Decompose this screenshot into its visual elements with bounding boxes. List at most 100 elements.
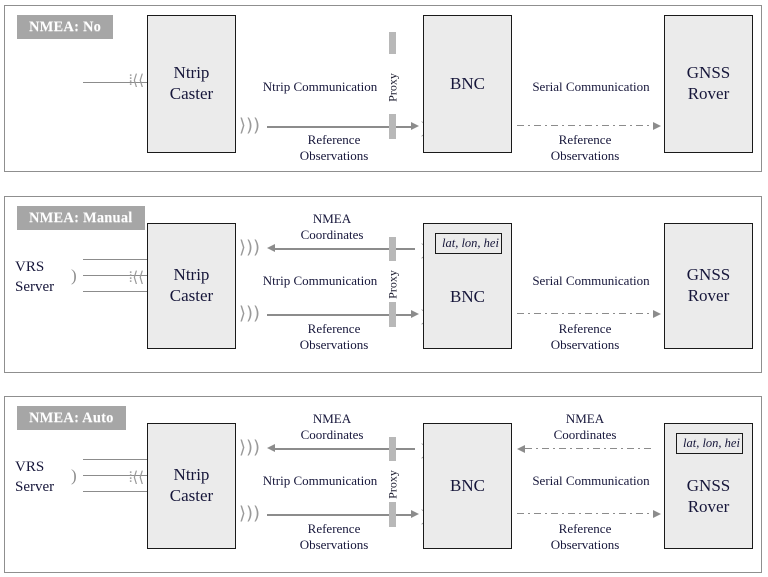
node-ntrip-caster-line1: Ntrip: [173, 63, 210, 83]
status-badge-nmea-manual: NMEA: Manual: [17, 206, 145, 230]
proxy-barrier-segment: [389, 32, 396, 54]
label-nmea-coordinates: NMEA Coordinates: [517, 411, 653, 442]
proxy-barrier-segment: [389, 437, 396, 461]
status-badge-nmea-auto: NMEA: Auto: [17, 406, 126, 430]
label-reference-line2: Observations: [550, 147, 620, 163]
node-vrs-server: VRS Server: [15, 257, 75, 298]
label-reference-line2: Observations: [550, 536, 620, 552]
node-gnss-rover-line2: Rover: [687, 286, 730, 305]
node-gnss-rover-line1: GNSS: [686, 265, 731, 285]
antenna-wave-icon-out: ⟩)): [239, 503, 261, 524]
serial-reference-arrowhead: [653, 509, 661, 518]
label-serial-communication: Serial Communication: [532, 473, 650, 488]
nmea-coordinates-line: [273, 448, 415, 450]
node-ntrip-caster-line1: Ntrip: [173, 265, 210, 285]
reference-observations-arrowhead: [411, 509, 419, 518]
label-reference-observations: Reference Observations: [525, 521, 645, 552]
proxy-barrier-segment: [389, 302, 396, 327]
antenna-paren-icon: ): [71, 466, 77, 485]
inbound-stream-line: [83, 82, 169, 83]
node-gnss-rover: GNSS Rover: [664, 15, 753, 153]
node-bnc-label: BNC: [450, 73, 485, 93]
antenna-wave-icon-in: ⟩)): [239, 237, 261, 258]
label-reference-line1: Reference: [558, 132, 612, 147]
label-nmea-coordinates: NMEA Coordinates: [273, 211, 391, 242]
nmea-coordinates-arrowhead: [267, 443, 275, 452]
serial-reference-arrowhead: [653, 309, 661, 318]
label-nmea-line2: Coordinates: [553, 426, 617, 442]
label-nmea-line1: NMEA: [312, 211, 352, 226]
serial-reference-dashdot-line: [517, 513, 655, 515]
node-ntrip-caster: Ntrip Caster: [147, 15, 236, 153]
node-vrs-server: VRS Server: [15, 457, 75, 498]
node-vrs-server-line2: Server: [15, 279, 55, 296]
label-reference-line2: Observations: [299, 536, 369, 552]
vrs-stream-line-3: [83, 491, 169, 492]
label-reference-observations: Reference Observations: [275, 132, 393, 163]
label-reference-observations: Reference Observations: [525, 321, 645, 352]
node-bnc: BNC: [423, 423, 512, 549]
label-reference-line2: Observations: [299, 147, 369, 163]
panel-nmea-auto: NMEA: Auto VRS Server ) ⦙⟨⟨ Ntrip Caster…: [4, 396, 762, 573]
coords-value-box: lat, lon, hei: [435, 233, 502, 255]
node-vrs-server-line2: Server: [15, 479, 55, 496]
label-nmea-line2: Coordinates: [300, 226, 364, 242]
proxy-barrier-segment: [389, 237, 396, 261]
label-reference-line1: Reference: [307, 321, 361, 336]
serial-reference-dashdot-line: [517, 125, 655, 127]
vrs-stream-line-1: [83, 459, 169, 460]
node-gnss-rover: lat, lon, hei GNSS Rover: [664, 423, 753, 549]
label-nmea-line1: NMEA: [312, 411, 352, 426]
serial-reference-dashdot-line: [517, 313, 655, 315]
panel-nmea-manual: NMEA: Manual VRS Server ) ⦙⟨⟨ Ntrip Cast…: [4, 196, 762, 373]
proxy-barrier-segment: [389, 502, 396, 527]
label-reference-line2: Observations: [550, 336, 620, 352]
antenna-wave-icon: ⦙⟨⟨: [129, 268, 145, 286]
node-ntrip-caster-line2: Caster: [169, 486, 214, 505]
node-ntrip-caster-line1: Ntrip: [173, 465, 210, 485]
reference-observations-line: [267, 126, 415, 128]
label-reference-line2: Observations: [299, 336, 369, 352]
label-reference-line1: Reference: [307, 132, 361, 147]
serial-reference-arrowhead: [653, 121, 661, 130]
rover-nmea-arrowhead: [517, 444, 525, 453]
antenna-paren-icon: ): [71, 266, 77, 285]
node-bnc: lat, lon, hei BNC: [423, 223, 512, 349]
label-reference-observations: Reference Observations: [275, 521, 393, 552]
vrs-stream-line-2: [83, 475, 169, 476]
node-ntrip-caster: Ntrip Caster: [147, 423, 236, 549]
node-vrs-server-line1: VRS: [15, 459, 45, 475]
label-reference-line1: Reference: [307, 521, 361, 536]
node-ntrip-caster: Ntrip Caster: [147, 223, 236, 349]
vrs-stream-line-1: [83, 259, 169, 260]
node-gnss-rover: GNSS Rover: [664, 223, 753, 349]
node-ntrip-caster-line2: Caster: [169, 286, 214, 305]
reference-observations-arrowhead: [411, 309, 419, 318]
label-serial-communication: Serial Communication: [532, 79, 650, 94]
status-badge-nmea-no: NMEA: No: [17, 15, 114, 39]
label-reference-observations: Reference Observations: [525, 132, 645, 163]
label-nmea-coordinates: NMEA Coordinates: [273, 411, 391, 442]
rover-nmea-dashdot-line: [525, 448, 655, 450]
label-proxy: Proxy: [385, 73, 400, 102]
label-nmea-line1: NMEA: [565, 411, 605, 426]
vrs-stream-line-3: [83, 291, 169, 292]
nmea-coordinates-line: [273, 248, 415, 250]
node-bnc-label: BNC: [450, 286, 485, 306]
label-ntrip-communication: Ntrip Communication: [262, 473, 378, 488]
node-bnc-label: BNC: [450, 475, 485, 495]
node-ntrip-caster-line2: Caster: [169, 84, 214, 103]
label-reference-line1: Reference: [558, 321, 612, 336]
label-reference-observations: Reference Observations: [275, 321, 393, 352]
vrs-stream-line-2: [83, 275, 169, 276]
proxy-barrier-segment: [389, 114, 396, 139]
antenna-wave-icon-out: ⟩)): [239, 303, 261, 324]
node-gnss-rover-line1: GNSS: [686, 476, 731, 496]
node-gnss-rover-line1: GNSS: [686, 63, 731, 83]
reference-observations-line: [267, 514, 415, 516]
node-gnss-rover-line2: Rover: [687, 497, 730, 516]
reference-observations-arrowhead: [411, 121, 419, 130]
antenna-wave-icon: ⦙⟨⟨: [129, 71, 145, 89]
label-reference-line1: Reference: [558, 521, 612, 536]
node-bnc: BNC: [423, 15, 512, 153]
